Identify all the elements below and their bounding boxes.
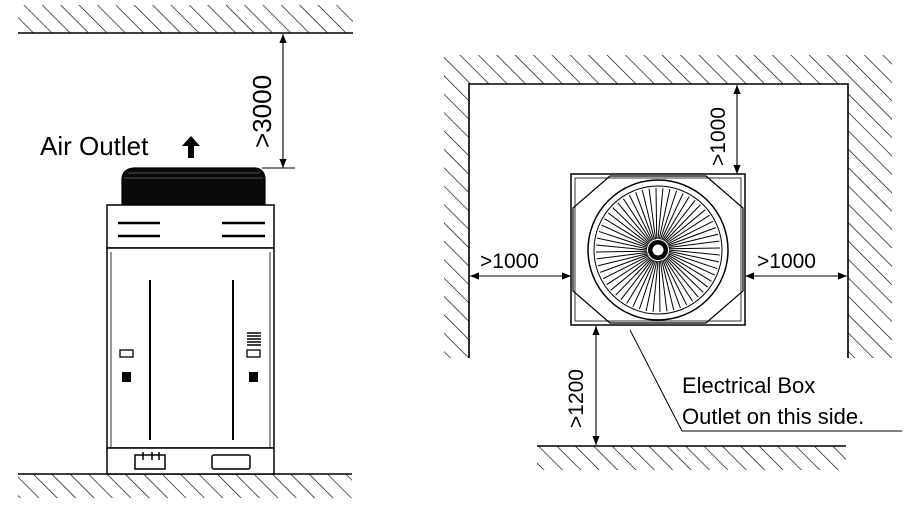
side-view: >3000 Air Outlet xyxy=(18,5,353,498)
bottom-clearance-dimension: >1200 xyxy=(565,326,600,445)
right-clearance-dimension: >1000 xyxy=(745,250,847,280)
top-clearance-value: >1000 xyxy=(707,107,730,166)
fan-grille xyxy=(596,188,720,312)
enclosure-walls xyxy=(444,55,892,358)
bottom-clearance-value: >1200 xyxy=(565,369,588,428)
top-view: >1000 >1000 >1000 >1200 Electrical Box O… xyxy=(444,55,902,470)
electrical-box-note-line1: Electrical Box xyxy=(682,373,815,398)
left-clearance-dimension: >1000 xyxy=(470,250,571,280)
top-clearance-value: >3000 xyxy=(247,75,277,148)
electrical-box-note-line2: Outlet on this side. xyxy=(682,404,864,429)
fan-guard xyxy=(121,167,266,206)
ceiling-wall xyxy=(18,5,353,34)
front-boundary-wall xyxy=(537,445,846,470)
top-clearance-dimension: >1000 xyxy=(707,85,741,174)
electrical-box-callout: Electrical Box Outlet on this side. xyxy=(629,329,902,432)
left-clearance-value: >1000 xyxy=(480,250,539,273)
outdoor-unit-side xyxy=(106,167,275,475)
outdoor-unit-top xyxy=(570,173,746,326)
floor-wall xyxy=(18,473,352,498)
right-clearance-value: >1000 xyxy=(757,250,816,273)
top-clearance-dimension: >3000 xyxy=(247,34,295,169)
air-outlet-label: Air Outlet xyxy=(40,131,149,161)
up-arrow-icon xyxy=(182,136,200,158)
